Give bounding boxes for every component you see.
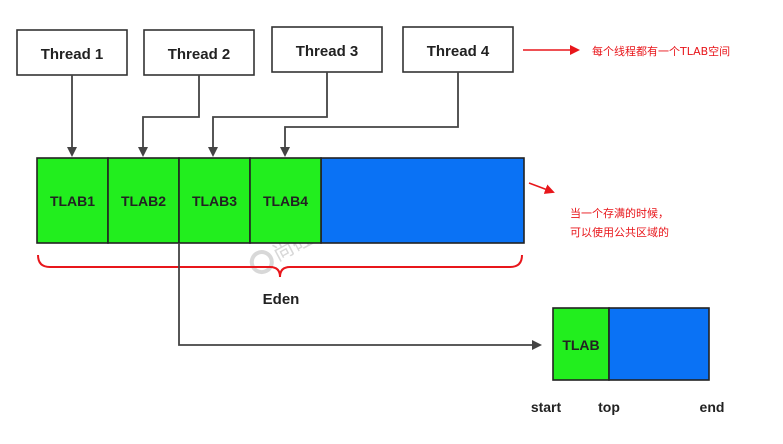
tlab-block-3: TLAB3 — [178, 157, 251, 244]
pointer-end-label: end — [700, 399, 725, 415]
tlab-detail-label: TLAB — [562, 337, 599, 353]
tlab-detail-free — [608, 307, 710, 381]
thread-label-4: Thread 4 — [427, 43, 490, 60]
watermark-logo-icon — [249, 250, 274, 275]
thread-label-1: Thread 1 — [41, 46, 104, 63]
full-note-line2: 可以使用公共区域的 — [570, 225, 669, 239]
tlab-label-2: TLAB2 — [121, 193, 166, 209]
thread-box-3: Thread 3 — [271, 26, 383, 73]
full-note-arrow — [528, 182, 555, 194]
eden-brace — [37, 254, 523, 278]
tlab-detail-arrow — [178, 243, 542, 350]
thread-label-2: Thread 2 — [168, 46, 231, 63]
thread4-to-tlab4-arrow — [280, 72, 459, 157]
tlab-note: 每个线程都有一个TLAB空间 — [592, 44, 730, 58]
thread-box-4: Thread 4 — [402, 26, 514, 73]
tlab-label-4: TLAB4 — [263, 193, 308, 209]
pointer-top-label: top — [598, 399, 620, 415]
thread3-to-tlab3-arrow — [208, 72, 328, 157]
eden-label: Eden — [263, 291, 300, 308]
tlab-block-1: TLAB1 — [36, 157, 109, 244]
tlab-block-2: TLAB2 — [107, 157, 180, 244]
thread2-to-tlab2-arrow — [138, 75, 200, 157]
eden-shared-area — [320, 157, 525, 244]
full-note-line1: 当一个存满的时候， — [570, 206, 669, 220]
thread-label-3: Thread 3 — [296, 43, 359, 60]
tlab-label-1: TLAB1 — [50, 193, 95, 209]
tlab-label-3: TLAB3 — [192, 193, 237, 209]
pointer-start-label: start — [531, 399, 562, 415]
thread-box-1: Thread 1 — [16, 29, 128, 76]
tlab-detail-view: TLAB — [552, 307, 710, 381]
thread-box-2: Thread 2 — [143, 29, 255, 76]
tlab-detail-used — [552, 307, 610, 381]
tlab-block-4: TLAB4 — [249, 157, 322, 244]
